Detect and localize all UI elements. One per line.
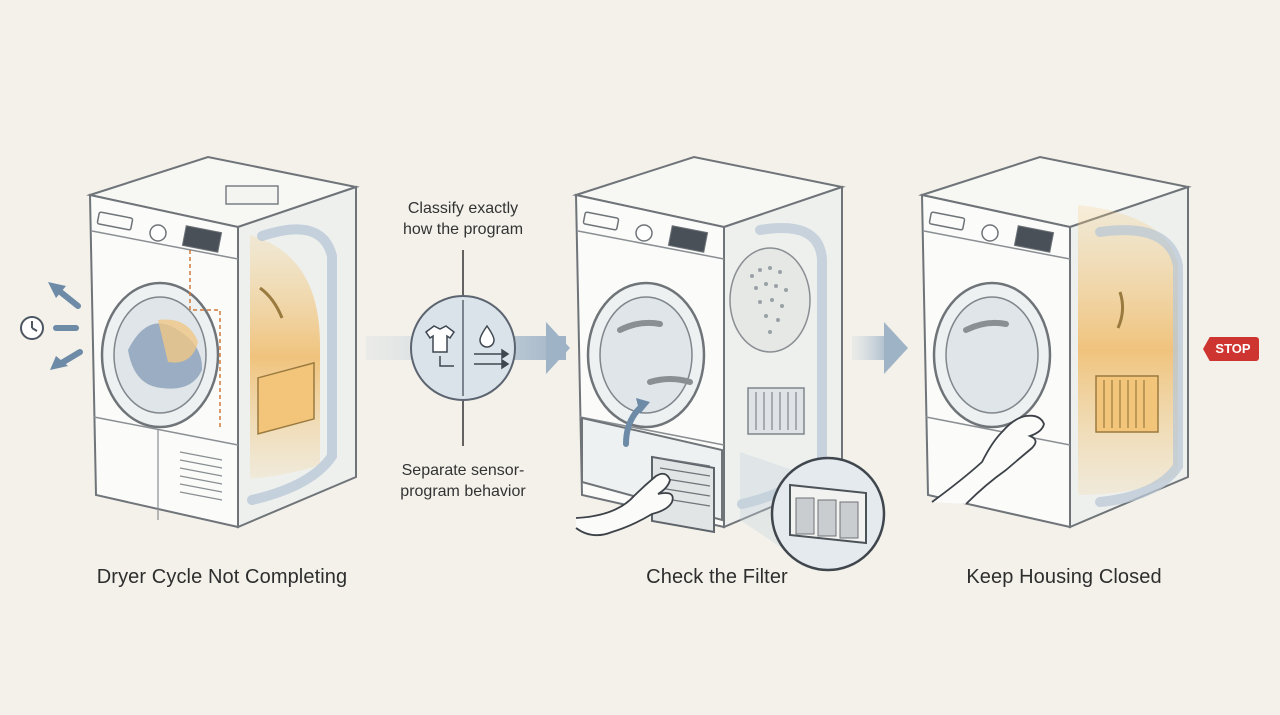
note-top: Classify exactly how the program <box>363 198 563 240</box>
classification-circle <box>410 295 516 401</box>
filter-icon <box>770 456 886 572</box>
caption-panel-1: Dryer Cycle Not Completing <box>96 566 348 588</box>
note-top-line2: how the program <box>402 221 524 238</box>
caption-panel-3: Keep Housing Closed <box>966 566 1162 588</box>
flow-arrow-2 <box>852 322 908 374</box>
note-bottom-line2: program behavior <box>400 483 526 500</box>
panel-1-dryer <box>88 155 358 529</box>
panel-3-dryer <box>920 155 1190 529</box>
note-bottom-line1: Separate sensor- <box>401 462 525 479</box>
exhaust-arrows <box>48 282 83 370</box>
note-top-line1: Classify exactly <box>407 200 519 217</box>
note-bottom: Separate sensor- program behavior <box>363 460 563 502</box>
water-drop-icon <box>479 324 495 348</box>
stop-sign-icon: STOP <box>1203 337 1259 361</box>
flow-arrows-icon <box>474 348 510 370</box>
hand-icon <box>575 472 674 537</box>
hand-icon <box>931 414 1045 505</box>
shirt-icon <box>424 325 456 367</box>
clock-icon <box>20 316 44 340</box>
caption-panel-2: Check the Filter <box>646 566 788 588</box>
